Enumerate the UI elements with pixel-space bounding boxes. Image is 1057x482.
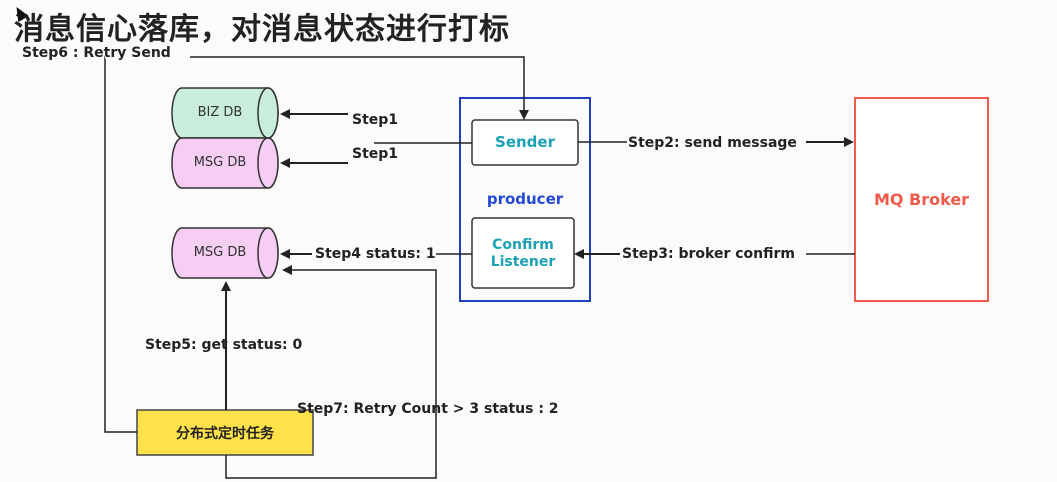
- mq-broker-box: [854, 97, 989, 302]
- step6-label: Step6 : Retry Send: [22, 45, 171, 61]
- step5-label: Step5: get status: 0: [145, 337, 303, 353]
- producer-box: [459, 97, 591, 302]
- step1-label-a: Step1: [352, 112, 399, 128]
- step1-label-b: Step1: [352, 146, 399, 162]
- step3-label: Step3: broker confirm: [622, 246, 796, 262]
- msg-db-bottom-label: MSG DB: [193, 245, 247, 260]
- msg-db-top-label: MSG DB: [193, 155, 247, 170]
- sender-label: Sender: [495, 133, 555, 151]
- confirm-listener-label-line2: Listener: [490, 254, 556, 270]
- msg-db-cylinder-top: [171, 137, 279, 189]
- step7-line: [225, 265, 437, 479]
- scheduler-label: 分布式定时任务: [176, 426, 274, 442]
- confirm-listener-label-line1: Confirm: [492, 237, 554, 253]
- msg-db-cylinder-bottom: [171, 227, 279, 279]
- biz-db-cylinder: [171, 87, 279, 139]
- step4-label: Step4 status: 1: [315, 246, 436, 262]
- mq-broker-label: MQ Broker: [873, 190, 970, 209]
- confirm-listener-box: [471, 217, 575, 289]
- producer-label: producer: [486, 190, 564, 208]
- step7-label: Step7: Retry Count > 3 status : 2: [297, 401, 559, 417]
- biz-db-label: BIZ DB: [197, 105, 243, 120]
- slide-title: 消息信心落库，对消息状态进行打标: [14, 12, 510, 47]
- step2-label: Step2: send message: [628, 135, 797, 151]
